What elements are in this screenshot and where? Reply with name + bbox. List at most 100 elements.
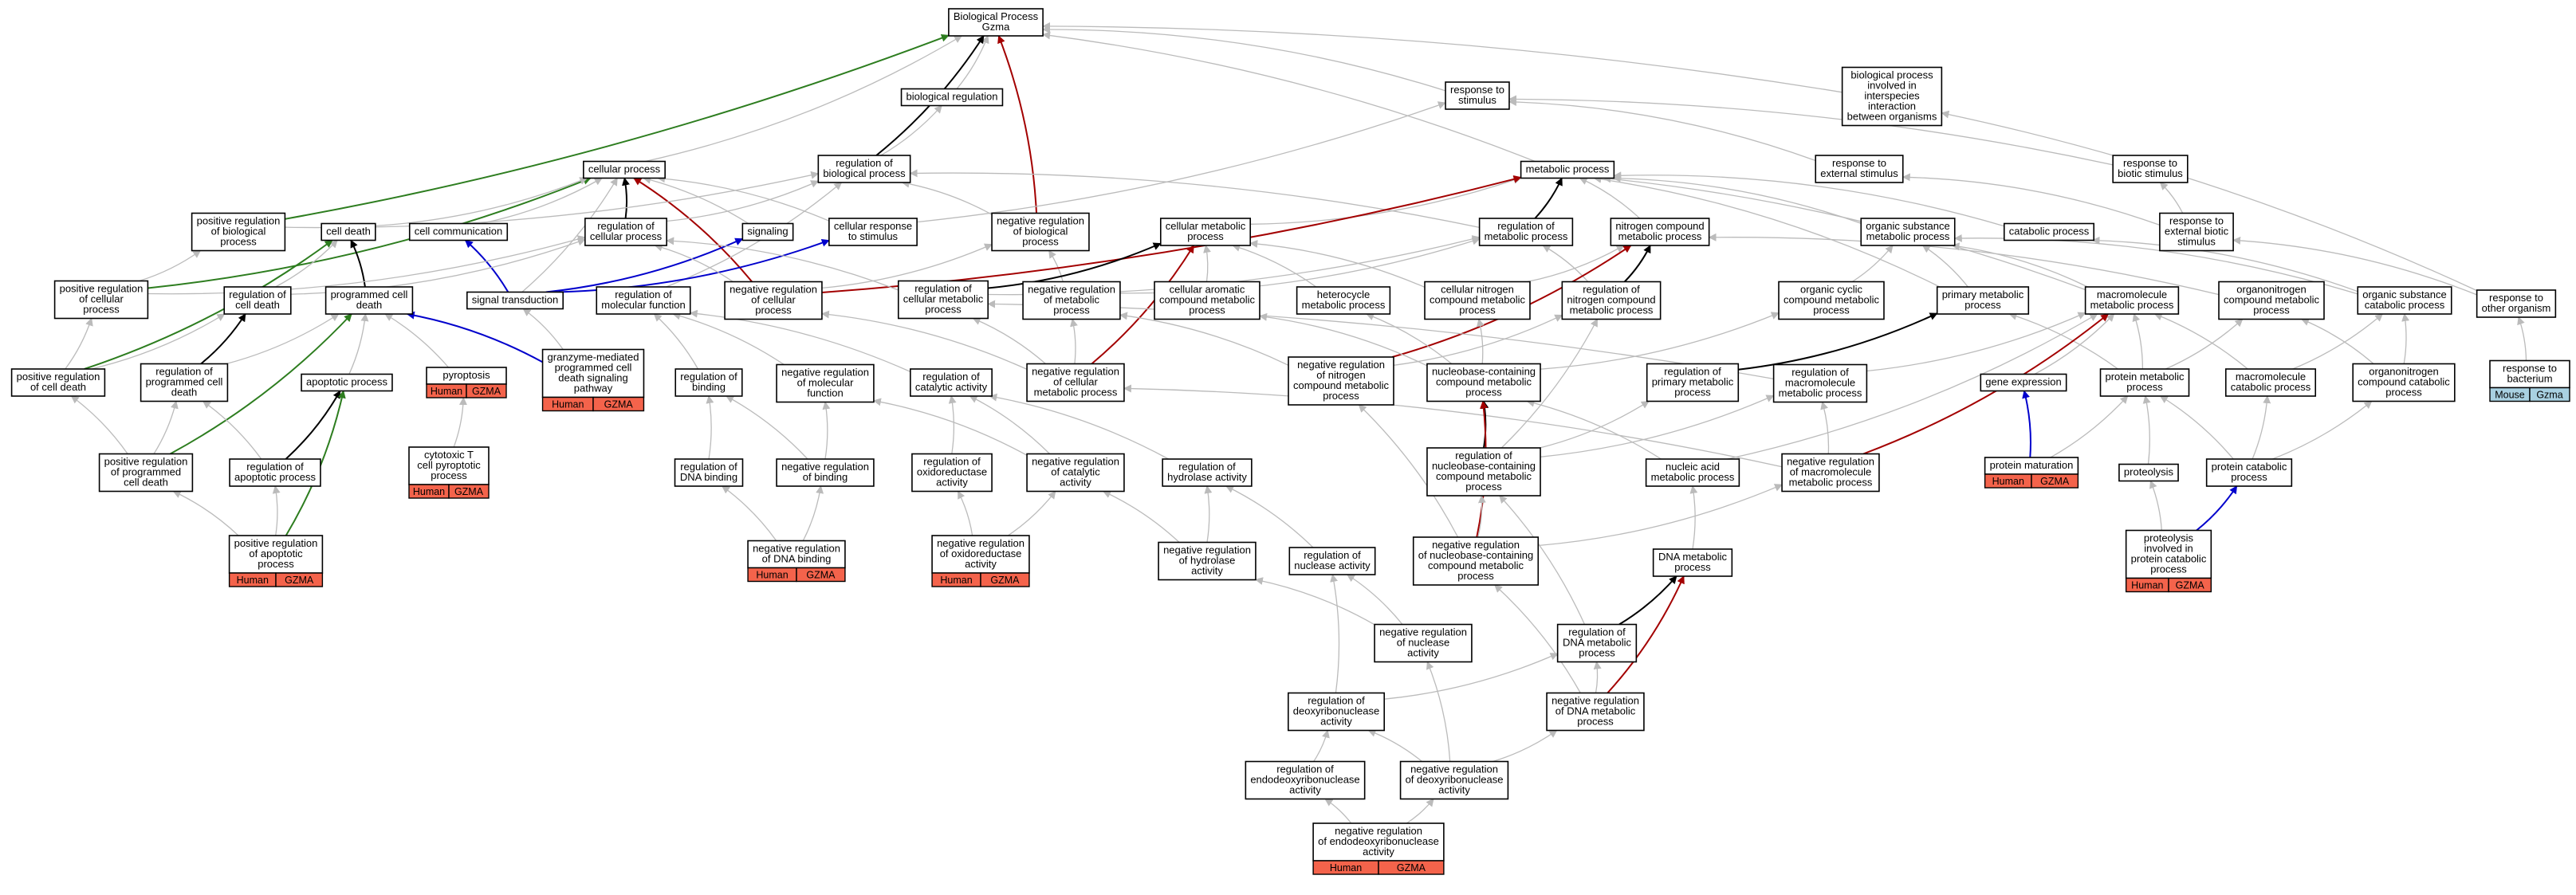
node-label-line: regulation of [155, 366, 213, 378]
edge-gray [1820, 401, 1830, 454]
node-label-line: nitrogen compound [1567, 294, 1655, 306]
node-box [301, 373, 393, 392]
node-box [321, 222, 376, 241]
node-label-line: process [1577, 716, 1614, 728]
edge-gray [1102, 490, 1180, 543]
node-label-line: negative regulation [1028, 284, 1115, 296]
species-tag-label: GZMA [2040, 476, 2070, 487]
edge-layer [65, 22, 2527, 824]
edge-gray [1225, 485, 1314, 548]
node-label-line: metabolic process [1526, 163, 1610, 175]
node-box [1646, 363, 1740, 402]
edge-gray [1902, 173, 2161, 226]
node-label-line: catabolic process [2009, 226, 2090, 237]
species-tag-label: Human [940, 575, 972, 586]
edge-gray [989, 393, 1170, 460]
node-label-line: programmed cell [555, 362, 632, 374]
node-label-line: process [1022, 236, 1059, 248]
edge-gray [901, 179, 993, 215]
species-tag-label: GZMA [2176, 580, 2205, 591]
node-box [408, 222, 509, 241]
edge-gray [2142, 395, 2151, 465]
node-box [747, 540, 846, 569]
node-label-line: binding [692, 381, 726, 393]
node-box [1424, 281, 1531, 320]
node-label-line: Biological Process [954, 10, 1039, 22]
edge-gray [1593, 175, 1941, 288]
species-tag-box [2031, 473, 2079, 489]
edge-blue [558, 238, 830, 293]
species-tag-box [466, 383, 507, 398]
node-label-line: regulation of [1455, 449, 1512, 461]
node-label-line: activity [936, 477, 968, 489]
go-term-node-cell-communication: cell communication [408, 222, 509, 241]
node-label-line: regulation of [1304, 549, 1361, 561]
node-label-line: compound metabolic [1159, 294, 1255, 306]
node-label-line: process [1674, 561, 1711, 573]
node-label-line: catabolic process [2365, 299, 2445, 311]
node-label-line: of DNA binding [762, 553, 832, 565]
node-label-line: biotic stimulus [2118, 167, 2183, 179]
node-box [1026, 363, 1125, 402]
node-label-line: regulation of [1276, 763, 1334, 775]
edge-gray [1204, 485, 1213, 543]
node-label-line: death [356, 299, 383, 311]
node-label-line: of nuclease [1397, 637, 1450, 649]
node-label-line: Gzma [982, 21, 1010, 33]
node-label-line: process [258, 558, 294, 570]
edge-gray [1613, 171, 2004, 227]
node-label-line: other organism [2482, 302, 2551, 314]
go-term-node-regulation-of-nucleobase-containing-compound-metabolic-process: regulation ofnucleobase-containingcompou… [1426, 447, 1541, 497]
node-label-line: heterocycle [1317, 289, 1370, 300]
node-box [1520, 160, 1615, 179]
node-label-line: compound metabolic [2224, 294, 2319, 306]
edge-blue [406, 311, 544, 363]
edge-gray [645, 35, 963, 163]
node-label-line: process [925, 304, 962, 316]
edge-gray [672, 312, 785, 366]
node-label-line: positive regulation [234, 537, 318, 549]
node-box [1936, 286, 2030, 315]
node-label-line: of DNA metabolic [1555, 705, 1636, 717]
edge-black [988, 242, 1162, 289]
node-box [2112, 155, 2189, 183]
node-box [2125, 529, 2212, 579]
species-tag-box [2168, 577, 2212, 593]
node-box [1288, 356, 1394, 406]
edge-gray [1070, 318, 1078, 364]
node-label-line: biological process [1850, 69, 1933, 81]
node-label-line: of hydrolase [1179, 555, 1236, 567]
edge-gray [1508, 95, 2114, 166]
edge-blue [545, 237, 744, 293]
node-box [1026, 453, 1125, 493]
node-label-line: nitrogen compound [1615, 220, 1704, 232]
edge-gray [202, 400, 262, 460]
node-label-line: death [171, 387, 198, 398]
node-label-line: process [2385, 387, 2422, 398]
edge-gray [820, 310, 1028, 370]
node-label-line: metabolic process [1034, 387, 1118, 398]
edge-gray [1603, 175, 2086, 291]
node-label-line: metabolic process [1618, 230, 1702, 242]
species-tag-label: GZMA [604, 399, 634, 410]
node-label-line: negative regulation [781, 461, 869, 473]
node-label-line: compound metabolic [1784, 294, 1879, 306]
node-label-line: process [431, 469, 467, 481]
node-box [1815, 155, 1904, 183]
species-tag-label: Human [1330, 862, 1362, 873]
edge-gray [1123, 384, 1783, 468]
node-label-line: of cellular [1053, 376, 1098, 388]
node-box [2084, 286, 2180, 315]
node-box [2218, 281, 2325, 320]
edge-green [84, 239, 333, 370]
edge-gray [2159, 182, 2184, 214]
node-label-line: cellular metabolic [1166, 220, 1246, 232]
edge-gray [1477, 495, 1486, 538]
